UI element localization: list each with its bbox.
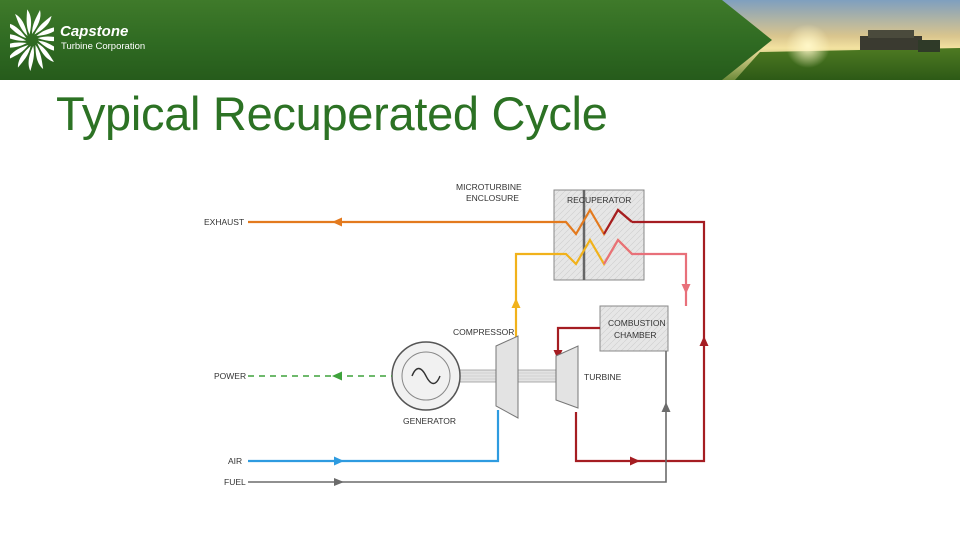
label-power: POWER — [214, 371, 246, 381]
generator — [391, 341, 461, 411]
recuperator-box — [553, 189, 645, 281]
label-enclosure-1: MICROTURBINE — [456, 182, 522, 192]
label-compressor: COMPRESSOR — [453, 327, 514, 337]
label-fuel: FUEL — [224, 477, 246, 487]
label-enclosure-2: ENCLOSURE — [466, 193, 519, 203]
preheated-air-line — [603, 238, 691, 306]
hot-gas-line — [574, 208, 709, 466]
header-field-photo — [722, 0, 960, 80]
air-line — [248, 410, 500, 466]
label-turbine: TURBINE — [584, 372, 622, 382]
capstone-logo[interactable]: Capstone Turbine Corporation — [1, 8, 170, 72]
header-banner: Capstone Turbine Corporation — [0, 0, 960, 80]
slide-title: Typical Recuperated Cycle — [56, 87, 608, 140]
turbine-logo-icon — [1, 9, 64, 72]
turbine — [555, 345, 579, 409]
label-recuperator: RECUPERATOR — [567, 195, 631, 205]
label-air: AIR — [228, 456, 242, 466]
compressor — [495, 335, 519, 419]
label-combustion-1: COMBUSTION — [608, 318, 666, 328]
power-line — [248, 371, 392, 381]
brand-subtitle: Turbine Corporation — [61, 41, 146, 52]
label-combustion-2: CHAMBER — [614, 330, 657, 340]
label-exhaust: EXHAUST — [204, 217, 244, 227]
label-generator: GENERATOR — [403, 416, 456, 426]
combustion-chamber-box — [599, 305, 669, 352]
brand-name: Capstone — [60, 23, 129, 40]
fuel-line — [248, 351, 671, 486]
